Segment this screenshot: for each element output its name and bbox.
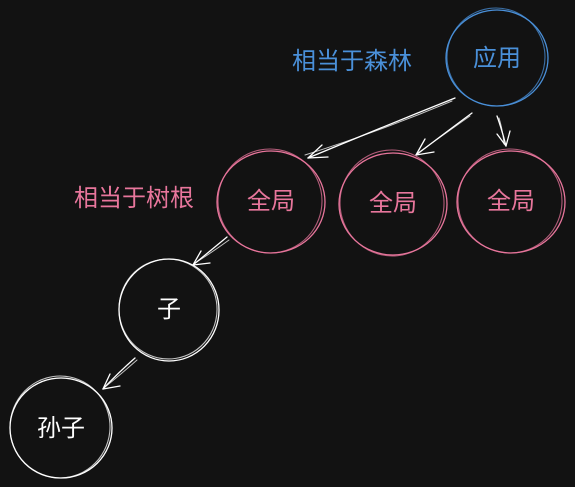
node-app: 应用 [445, 7, 549, 107]
node-global-2-label: 全局 [369, 189, 417, 217]
node-child: 子 [118, 258, 220, 362]
node-global-3-label: 全局 [487, 187, 535, 215]
node-grandchild-label: 孙子 [37, 414, 85, 442]
node-app-label: 应用 [473, 44, 521, 72]
node-child-label: 子 [157, 295, 181, 323]
node-global-3: 全局 [456, 148, 566, 254]
root-note: 相当于树根 [74, 184, 194, 212]
edge-global-1-to-child [192, 236, 230, 266]
edge-child-to-grandchild [102, 357, 138, 390]
node-global-1: 全局 [216, 148, 326, 254]
node-grandchild: 孙子 [9, 375, 113, 479]
edge-app-to-global-2 [415, 112, 473, 156]
node-global-2: 全局 [338, 149, 448, 257]
edge-app-to-global-3 [496, 115, 511, 147]
node-global-1-label: 全局 [247, 187, 295, 215]
edge-app-to-global-1 [304, 97, 456, 159]
forest-note: 相当于森林 [292, 47, 412, 75]
